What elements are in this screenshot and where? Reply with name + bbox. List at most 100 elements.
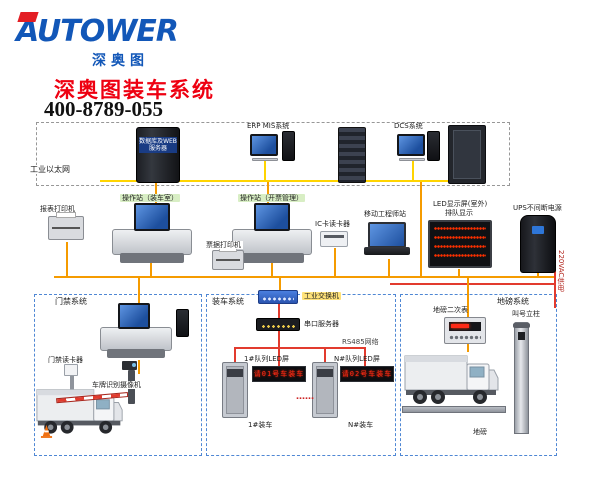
- label-industrial-switch: 工业交换机: [302, 292, 341, 301]
- label-ticket-printer: 票据打印机: [204, 241, 243, 250]
- connector-line: [458, 269, 460, 276]
- call-pillar-icon: [513, 322, 530, 434]
- access-pc-tower-icon: [176, 309, 189, 337]
- server-label: 数据库及WEB服务器: [139, 137, 177, 153]
- label-serial-server: 串口服务器: [304, 320, 339, 328]
- access-workstation-icon: [100, 303, 172, 359]
- connector-line: [155, 182, 157, 205]
- connector-line: [467, 278, 469, 318]
- label-rs485: RS485网络: [342, 338, 379, 346]
- card-reader-post-icon: [70, 374, 74, 394]
- rs485-line: [234, 347, 366, 349]
- report-printer-icon: [48, 212, 84, 240]
- laptop-icon: [364, 222, 410, 256]
- label-plate-camera: 车牌识别摄像机: [90, 381, 143, 390]
- label-weighbridge-system: 地磅系统: [497, 297, 529, 306]
- connector-line: [138, 360, 140, 374]
- label-weight-indicator: 地磅二次表: [433, 306, 468, 314]
- company-logo: AUTOWER: [16, 14, 179, 49]
- erp-tower-icon: [282, 131, 295, 161]
- weighbridge-truck-icon: [404, 352, 500, 410]
- weighbridge-system-box: [400, 294, 557, 456]
- access-card-reader-icon: [64, 364, 78, 376]
- label-loading-system: 装车系统: [212, 297, 244, 306]
- main-bus-line: [54, 276, 556, 278]
- serial-server-icon: [256, 318, 300, 331]
- connector-line: [467, 344, 469, 352]
- dcs-cabinet-icon: [448, 125, 486, 184]
- connector-line: [420, 182, 422, 276]
- dcs-tower-icon: [427, 131, 440, 161]
- ic-card-reader-icon: [320, 231, 348, 247]
- led-dot-row: [434, 253, 486, 258]
- erp-server-rack-icon: [338, 127, 366, 183]
- label-bay-n: N#装车: [348, 421, 374, 429]
- rs485-line: [278, 304, 280, 318]
- led-dot-row: [434, 244, 486, 249]
- traffic-cone-icon: [40, 424, 53, 443]
- connector-line: [138, 278, 140, 304]
- label-more-bays: ……: [296, 392, 314, 402]
- label-queue-led-n: N#队列LED屏: [334, 355, 380, 363]
- label-bay-1: 1#装车: [248, 421, 273, 429]
- loading-system-box: [206, 294, 396, 456]
- page-title: 深奥图装车系统: [54, 78, 215, 102]
- rs485-line: [234, 347, 236, 362]
- label-report-printer: 报表打印机: [40, 205, 75, 213]
- weight-indicator-icon: [444, 317, 486, 344]
- label-220vac-power: 220VAC供电: [557, 250, 566, 292]
- label-erp-mis: ERP MIS系统: [247, 122, 290, 130]
- workstation-monitor-icon: [118, 303, 150, 329]
- erp-keyboard-icon: [252, 158, 278, 161]
- loading-cabinet-1-icon: [222, 362, 248, 418]
- led-dot-row: [434, 235, 486, 240]
- connector-line: [412, 158, 414, 180]
- access-system-box: [34, 294, 202, 456]
- label-led-display-1: LED显示屏(室外): [433, 200, 488, 208]
- rs485-line: [324, 347, 326, 362]
- queue-led-n-icon: 请02号车装车: [340, 366, 394, 382]
- loading-workstation-icon: [112, 203, 192, 265]
- connector-line: [150, 262, 152, 276]
- rs485-line: [278, 331, 280, 347]
- label-led-display-2: 排队显示: [445, 209, 473, 217]
- connector-line: [66, 242, 68, 276]
- connector-line: [279, 278, 281, 290]
- connector-line: [100, 180, 460, 182]
- workstation-monitor-icon: [254, 203, 290, 231]
- label-call-pillar: 叫号立柱: [512, 310, 540, 318]
- erp-monitor-icon: [250, 134, 278, 156]
- label-op-ticket: 操作站（开票管理）: [238, 194, 305, 203]
- label-ups: UPS不间断电源: [513, 204, 562, 212]
- industrial-switch-icon: [258, 290, 298, 304]
- entry-truck-icon: [36, 386, 124, 440]
- queue-led-1-icon: 请01号车装车: [252, 366, 306, 382]
- label-access-card-reader: 门禁读卡器: [48, 356, 83, 364]
- plate-camera-icon: [122, 361, 137, 370]
- rs485-line: [364, 347, 366, 366]
- company-name-cn: 深奥图: [92, 53, 149, 69]
- phone-number: 400-8789-055: [44, 97, 163, 121]
- connector-line: [271, 262, 273, 276]
- weighbridge-platform-icon: [402, 406, 506, 413]
- label-queue-led-1: 1#队列LED屏: [244, 355, 290, 363]
- dcs-monitor-icon: [397, 134, 425, 156]
- led-dot-row: [434, 226, 486, 231]
- connector-line: [334, 248, 336, 276]
- label-op-loading: 操作站（装车室）: [120, 194, 180, 203]
- connector-line: [264, 158, 266, 180]
- power-line: [554, 246, 556, 308]
- ticket-workstation-icon: [232, 203, 312, 265]
- logo-red-mark-icon: [17, 12, 39, 22]
- rs485-line: [278, 347, 280, 366]
- label-access-system: 门禁系统: [55, 297, 87, 306]
- label-dcs: DCS系统: [394, 122, 423, 130]
- connector-line: [537, 272, 539, 276]
- label-ic-reader: IC卡读卡器: [315, 220, 350, 228]
- label-industrial-ethernet: 工业以太网: [28, 165, 72, 175]
- database-web-server-icon: 数据库及WEB服务器: [136, 127, 180, 183]
- outdoor-led-display-icon: [428, 220, 492, 268]
- loading-cabinet-n-icon: [312, 362, 338, 418]
- ticket-printer-icon: [212, 246, 244, 270]
